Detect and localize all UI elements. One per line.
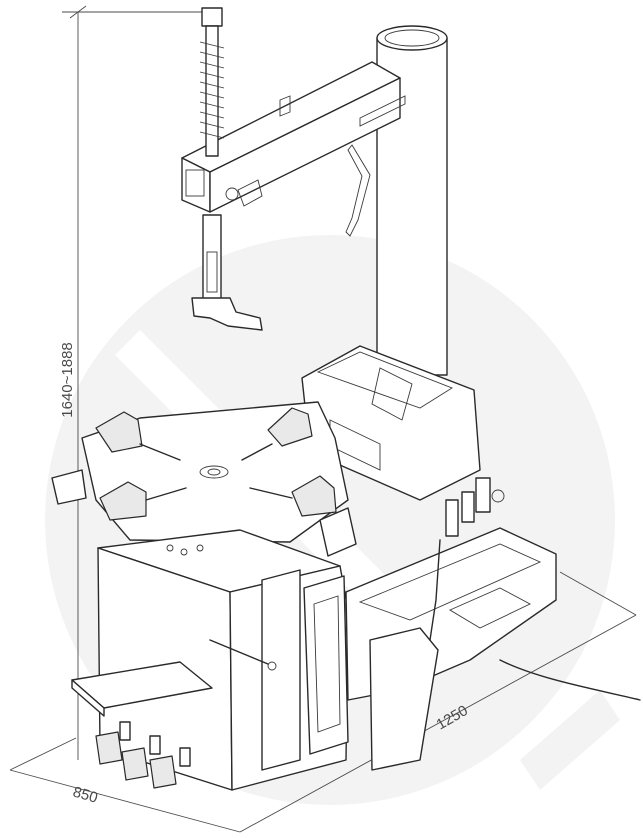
rear-base-frame xyxy=(345,527,557,771)
height-dimension-label: 1640~1888 xyxy=(59,342,76,418)
width-dimension: 850 xyxy=(9,737,241,833)
upper-housing xyxy=(301,345,481,501)
depth-dimension: 1250 xyxy=(239,571,637,833)
air-hose xyxy=(499,659,641,701)
height-dimension: 1640~1888 xyxy=(59,5,205,760)
foot-pedals xyxy=(95,721,191,789)
turntable xyxy=(51,401,357,557)
air-regulator-unit xyxy=(429,477,505,641)
width-dimension-label: 850 xyxy=(71,784,100,807)
mounting-head-shaft xyxy=(191,7,371,331)
horizontal-arm xyxy=(181,61,406,213)
vertical-column xyxy=(376,25,448,376)
main-base-body xyxy=(71,529,349,791)
